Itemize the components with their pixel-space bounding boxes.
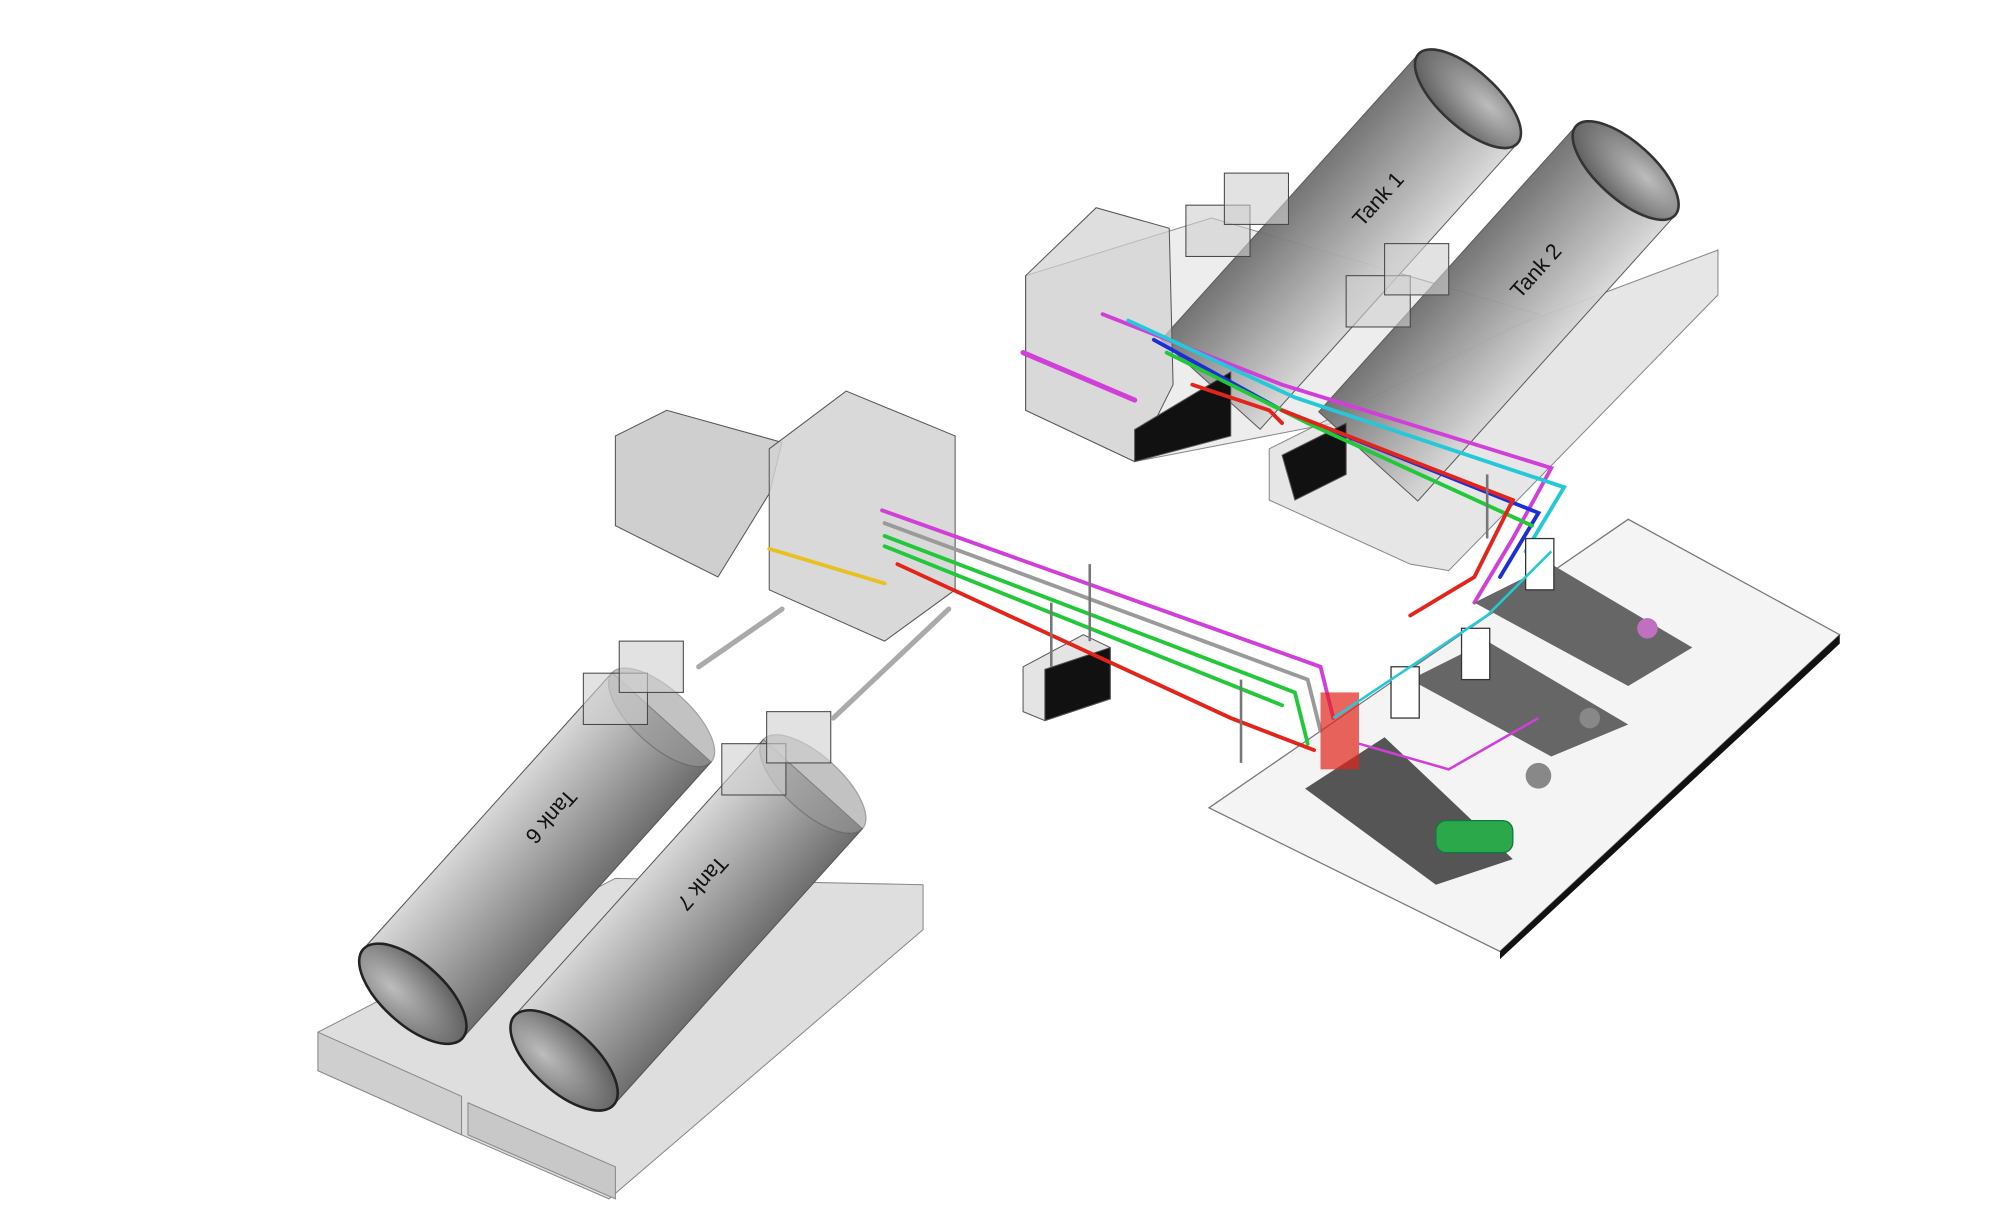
tank-2: Tank 2 <box>1318 119 1680 502</box>
pump-houses <box>614 207 1347 722</box>
tank-7: Tank 7 <box>509 734 867 1112</box>
pump-skids <box>1305 537 1693 885</box>
manway-boxes <box>582 172 1450 796</box>
tank-6: Tank 6 <box>357 667 716 1046</box>
pipe-rack <box>696 312 1567 753</box>
pipe-supports <box>1050 474 1489 763</box>
tank-1: Tank 1 <box>1160 48 1523 430</box>
